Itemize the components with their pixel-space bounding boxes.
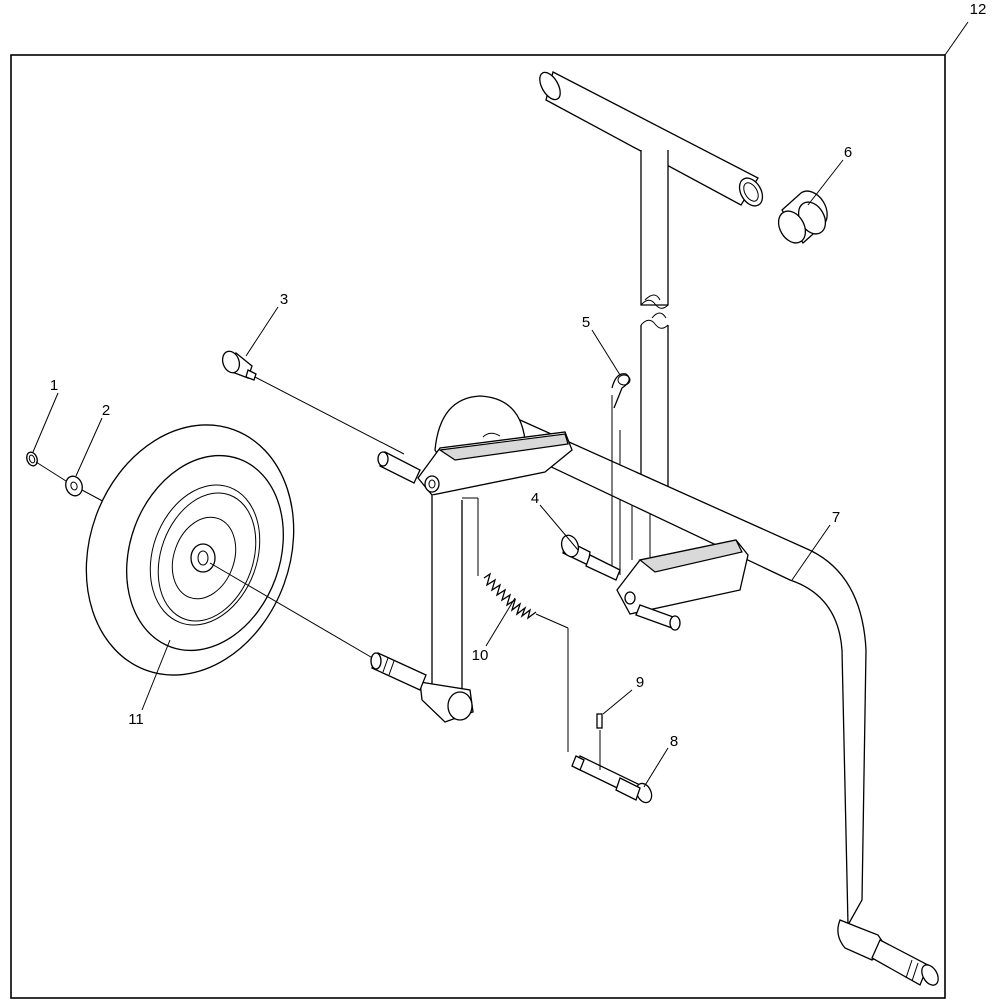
callout-11: 11 bbox=[128, 711, 144, 728]
callout-4: 4 bbox=[531, 490, 539, 507]
callout-10: 10 bbox=[472, 647, 489, 664]
handle-frame-part-7 bbox=[504, 71, 939, 986]
axle-line bbox=[209, 562, 377, 661]
roll-pin-part-9 bbox=[596, 713, 603, 770]
end-cap-part-6 bbox=[777, 190, 828, 244]
washer-part-2 bbox=[65, 475, 83, 497]
callout-8: 8 bbox=[670, 733, 678, 750]
leader-lines bbox=[32, 21, 969, 788]
axle-bolt bbox=[370, 652, 427, 691]
callout-9: 9 bbox=[636, 674, 644, 691]
callout-7: 7 bbox=[832, 509, 840, 526]
callout-6: 6 bbox=[844, 144, 852, 161]
callout-3: 3 bbox=[280, 291, 288, 308]
axis-line-ring-washer bbox=[35, 461, 67, 482]
caster-bracket bbox=[417, 395, 749, 723]
diagram-frame bbox=[10, 54, 946, 999]
callout-5: 5 bbox=[582, 314, 590, 331]
spring-part-10 bbox=[462, 497, 569, 752]
retaining-ring-part-1 bbox=[26, 451, 38, 467]
pin-part-3 bbox=[221, 350, 421, 484]
pin-part-4 bbox=[560, 534, 681, 631]
callout-2: 2 bbox=[102, 402, 110, 419]
callout-1: 1 bbox=[50, 377, 58, 394]
wheel-part-11 bbox=[85, 424, 295, 676]
plunger-pin-part-8 bbox=[571, 755, 653, 804]
hair-pin-part-5 bbox=[611, 373, 631, 560]
callout-12: 12 bbox=[970, 1, 987, 18]
